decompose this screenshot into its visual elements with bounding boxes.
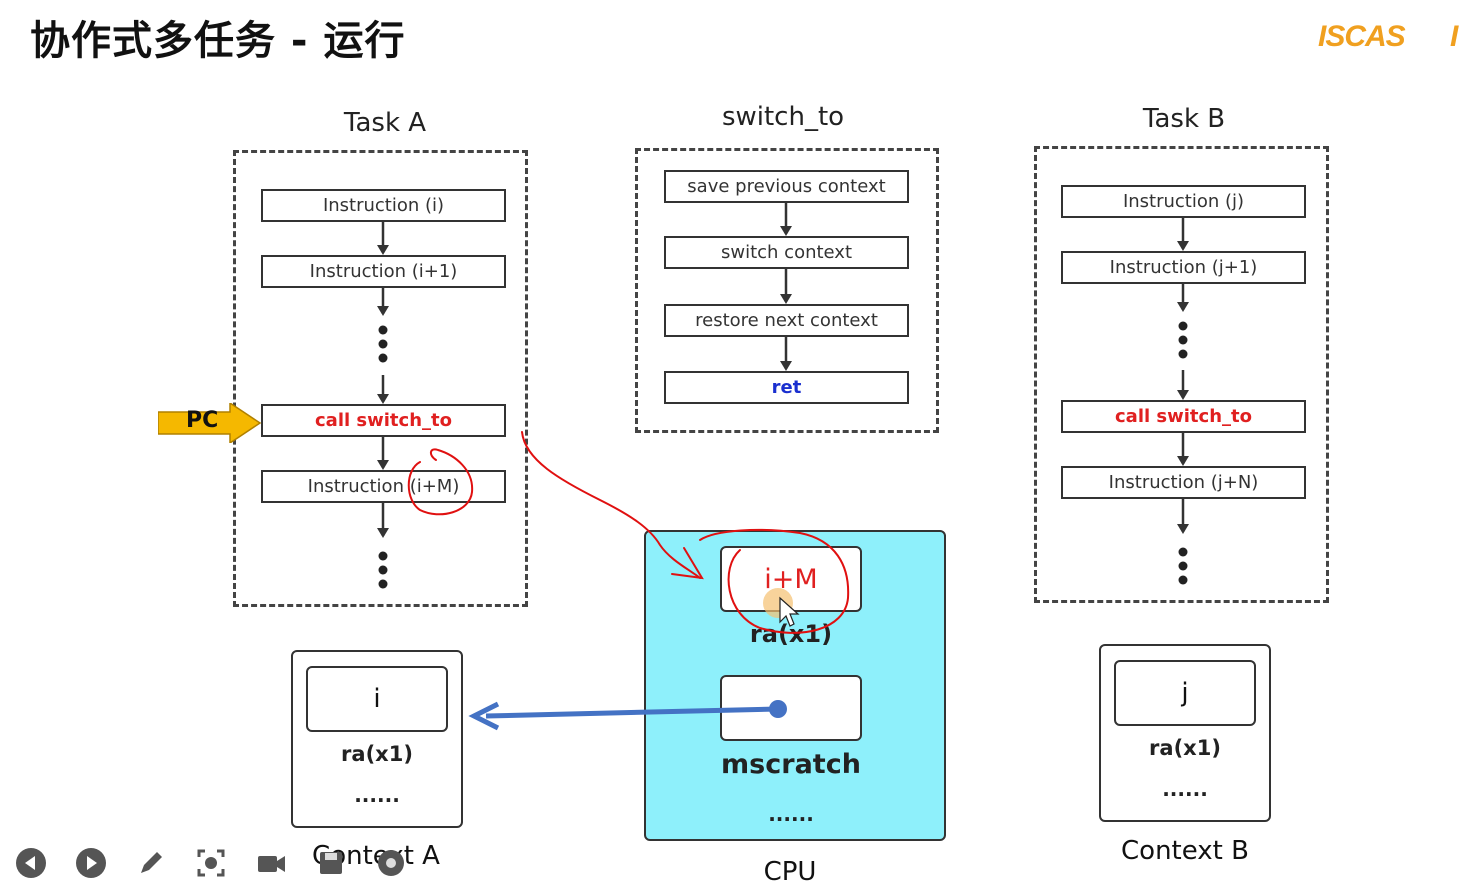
screenshot-icon[interactable] bbox=[194, 846, 228, 880]
task-b-title: Task B bbox=[1142, 104, 1226, 134]
step-save-previous-context: save previous context bbox=[664, 170, 909, 203]
camera-icon[interactable] bbox=[254, 846, 288, 880]
mscratch-pointer-head bbox=[468, 701, 500, 731]
cpu-ellipsis: ...... bbox=[768, 802, 814, 826]
task-a-dot bbox=[378, 579, 388, 589]
task-b-dot bbox=[1178, 335, 1188, 345]
task-a-call-switch-to: call switch_to bbox=[261, 404, 506, 437]
task-a-instruction-i-plus-1: Instruction (i+1) bbox=[261, 255, 506, 288]
task-b-instruction-j-plus-1: Instruction (j+1) bbox=[1061, 251, 1306, 284]
task-b-dot bbox=[1178, 349, 1188, 359]
task-b-dot bbox=[1178, 321, 1188, 331]
context-b-ra-slot: j bbox=[1114, 660, 1256, 726]
mscratch-pointer-dot bbox=[769, 700, 787, 718]
pc-arrow-icon bbox=[158, 403, 262, 443]
context-a-ellipsis: ...... bbox=[354, 783, 400, 807]
context-a-ra-slot: i bbox=[306, 666, 448, 732]
task-a-dot bbox=[378, 565, 388, 575]
task-b-call-switch-to: call switch_to bbox=[1061, 400, 1306, 433]
task-b-instruction-j: Instruction (j) bbox=[1061, 185, 1306, 218]
cpu-mscratch-label: mscratch bbox=[721, 749, 861, 780]
task-a-container bbox=[233, 150, 528, 607]
save-icon[interactable] bbox=[314, 846, 348, 880]
annotation-arrowhead bbox=[671, 547, 704, 580]
task-a-title: Task A bbox=[343, 108, 427, 138]
task-a-dot bbox=[378, 353, 388, 363]
task-b-instruction-j-plus-n: Instruction (j+N) bbox=[1061, 466, 1306, 499]
task-a-instruction-i-plus-m: Instruction (i+M) bbox=[261, 470, 506, 503]
iscas-logo: ISCAS bbox=[1318, 20, 1406, 53]
task-a-dot bbox=[378, 551, 388, 561]
step-switch-context: switch context bbox=[664, 236, 909, 269]
prev-icon[interactable] bbox=[14, 846, 48, 880]
annotation-circle-cpu-ra bbox=[699, 528, 850, 634]
next-icon[interactable] bbox=[74, 846, 108, 880]
context-a-ra-label: ra(x1) bbox=[341, 742, 413, 766]
slide-title: 协作式多任务 - 运行 bbox=[30, 18, 406, 64]
step-restore-next-context: restore next context bbox=[664, 304, 909, 337]
mouse-cursor-icon bbox=[779, 596, 800, 627]
task-b-dot bbox=[1178, 561, 1188, 571]
switch-to-title: switch_to bbox=[721, 102, 845, 132]
task-a-dot bbox=[378, 339, 388, 349]
task-a-dot bbox=[378, 325, 388, 335]
task-b-container bbox=[1034, 146, 1329, 603]
task-a-instruction-i: Instruction (i) bbox=[261, 189, 506, 222]
task-b-dot bbox=[1178, 547, 1188, 557]
annotation-curve-arrow bbox=[521, 431, 701, 579]
switch-to-container bbox=[635, 148, 939, 433]
step-ret: ret bbox=[664, 371, 909, 404]
pen-icon[interactable] bbox=[134, 846, 168, 880]
settings-icon[interactable] bbox=[374, 846, 408, 880]
mscratch-pointer-arrow bbox=[485, 706, 779, 719]
context-b-ellipsis: ...... bbox=[1162, 777, 1208, 801]
annotation-circle-i-plus-m bbox=[407, 448, 474, 516]
player-toolbar bbox=[14, 846, 408, 880]
context-b-ra-label: ra(x1) bbox=[1149, 736, 1221, 760]
logo-tail: I bbox=[1450, 20, 1459, 53]
task-b-dot bbox=[1178, 575, 1188, 585]
pc-label: PC bbox=[186, 408, 219, 433]
context-b-caption: Context B bbox=[1121, 836, 1249, 866]
